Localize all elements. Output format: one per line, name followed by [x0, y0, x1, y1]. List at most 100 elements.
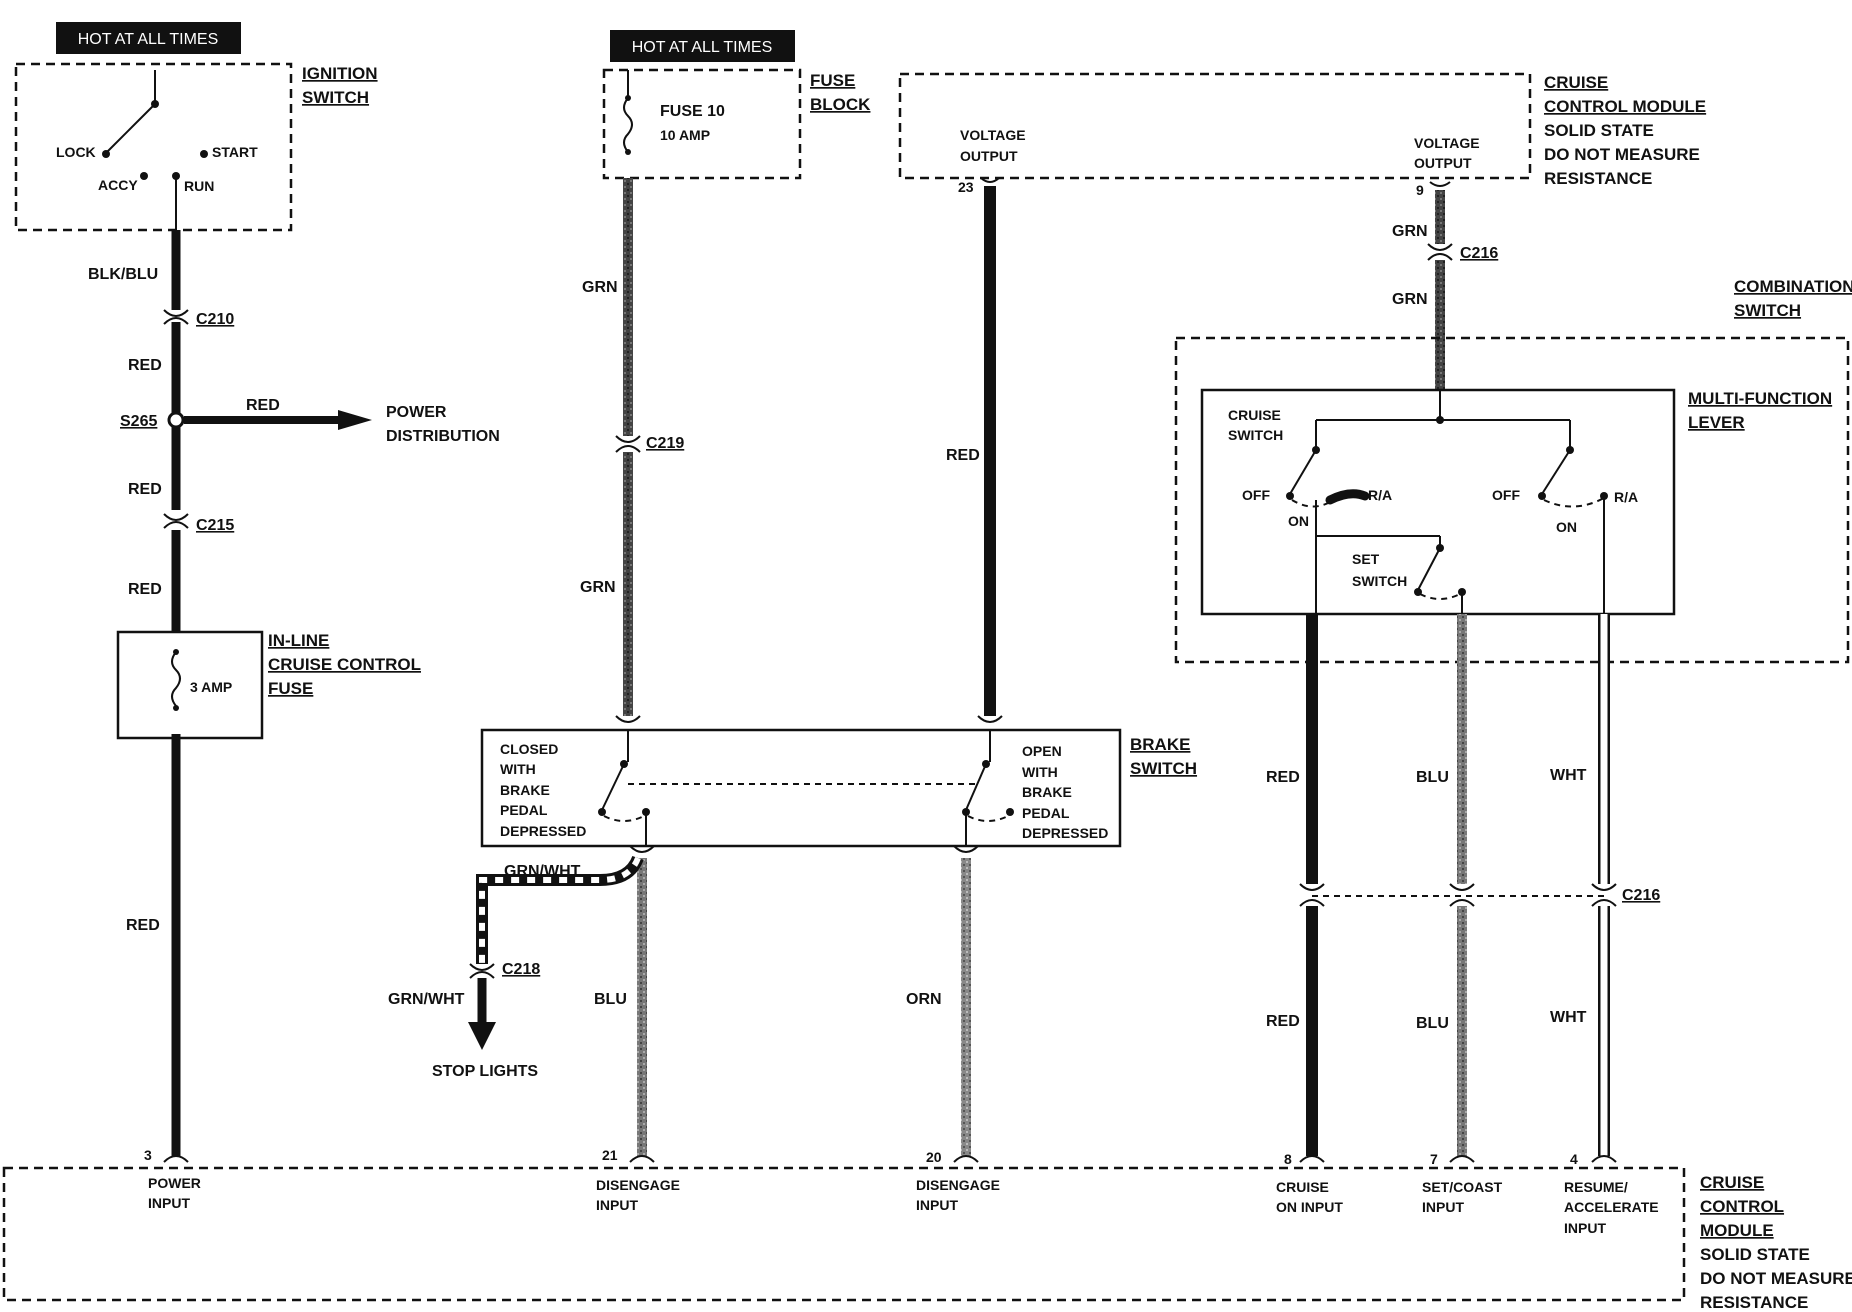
- svg-text:10 AMP: 10 AMP: [660, 127, 710, 143]
- svg-text:RESISTANCE: RESISTANCE: [1700, 1293, 1808, 1312]
- svg-text:CRUISE: CRUISE: [1228, 407, 1281, 423]
- svg-text:ACCELERATE: ACCELERATE: [1564, 1199, 1659, 1215]
- pin-8: 8 CRUISE ON INPUT: [1276, 1151, 1343, 1215]
- wire-label-wht-r2: WHT: [1550, 1009, 1587, 1026]
- svg-text:9: 9: [1416, 182, 1424, 198]
- svg-text:CRUISE: CRUISE: [1700, 1173, 1764, 1192]
- splice-s265: S265 RED POWER DISTRIBUTION: [120, 397, 500, 445]
- connector-c219: C219: [615, 435, 684, 453]
- cruise-module-top: VOLTAGE OUTPUT VOLTAGE OUTPUT 23 9 CRUIS…: [898, 72, 1706, 198]
- svg-text:OUTPUT: OUTPUT: [960, 148, 1018, 164]
- pin-7: 7 SET/COAST INPUT: [1422, 1151, 1503, 1215]
- svg-text:BRAKE: BRAKE: [500, 782, 550, 798]
- hot-label-2: HOT AT ALL TIMES: [610, 30, 795, 62]
- wire-label-red-3: RED: [128, 581, 162, 598]
- svg-text:C216: C216: [1460, 245, 1498, 262]
- svg-text:SET/COAST: SET/COAST: [1422, 1179, 1503, 1195]
- stop-lights-label: STOP LIGHTS: [432, 1063, 538, 1080]
- svg-text:INPUT: INPUT: [916, 1197, 958, 1213]
- svg-text:VOLTAGE: VOLTAGE: [1414, 135, 1480, 151]
- power-distribution-line2: DISTRIBUTION: [386, 428, 500, 445]
- wire-label-grn-wht-2: GRN/WHT: [388, 991, 465, 1008]
- svg-text:RUN: RUN: [184, 178, 214, 194]
- wire-label-grn-r2: GRN: [1392, 291, 1428, 308]
- svg-text:21: 21: [602, 1147, 618, 1163]
- wire-label-red-4: RED: [126, 917, 160, 934]
- wire-label-blu-r2: BLU: [1416, 1015, 1449, 1032]
- grn-wire-right: [1429, 181, 1451, 390]
- power-distribution-line1: POWER: [386, 404, 447, 421]
- svg-text:DISENGAGE: DISENGAGE: [596, 1177, 680, 1193]
- svg-text:WITH: WITH: [500, 761, 536, 777]
- wire-label-red-r1: RED: [1266, 769, 1300, 786]
- svg-text:BRAKE: BRAKE: [1130, 735, 1190, 754]
- svg-text:ON: ON: [1556, 519, 1577, 535]
- svg-text:FUSE 10: FUSE 10: [660, 103, 725, 120]
- connector-c215: C215: [163, 513, 234, 534]
- svg-text:OUTPUT: OUTPUT: [1414, 155, 1472, 171]
- svg-text:23: 23: [958, 179, 974, 195]
- svg-text:R/A: R/A: [1368, 487, 1392, 503]
- cruise-module-bottom: CRUISE CONTROL MODULE SOLID STATE DO NOT…: [2, 1147, 1852, 1312]
- svg-text:DO NOT MEASURE: DO NOT MEASURE: [1700, 1269, 1852, 1288]
- svg-text:LOCK: LOCK: [56, 144, 96, 160]
- svg-text:OFF: OFF: [1492, 487, 1520, 503]
- wire-label-grn-2: GRN: [580, 579, 616, 596]
- svg-text:INPUT: INPUT: [1564, 1220, 1606, 1236]
- wire-label-red-1: RED: [128, 357, 162, 374]
- svg-text:SWITCH: SWITCH: [1130, 759, 1197, 778]
- svg-text:DEPRESSED: DEPRESSED: [500, 823, 586, 839]
- svg-text:CRUISE CONTROL: CRUISE CONTROL: [268, 655, 421, 674]
- svg-text:LEVER: LEVER: [1688, 413, 1745, 432]
- svg-text:IN-LINE: IN-LINE: [268, 631, 329, 650]
- connector-c218: C218: [502, 961, 540, 978]
- svg-text:START: START: [212, 144, 258, 160]
- wire-label-blu-r1: BLU: [1416, 769, 1449, 786]
- wire-label-grn-1: GRN: [582, 279, 618, 296]
- svg-text:WITH: WITH: [1022, 764, 1058, 780]
- svg-text:INPUT: INPUT: [596, 1197, 638, 1213]
- svg-text:IGNITION: IGNITION: [302, 64, 378, 83]
- inline-cruise-fuse: 3 AMP IN-LINE CRUISE CONTROL FUSE: [116, 630, 421, 740]
- wire-label-grn-wht-1: GRN/WHT: [504, 863, 581, 880]
- svg-text:INPUT: INPUT: [148, 1195, 190, 1211]
- ignition-switch: IGNITION SWITCH LOCK START ACCY RUN: [14, 62, 378, 232]
- svg-text:3 AMP: 3 AMP: [190, 679, 232, 695]
- svg-text:SWITCH: SWITCH: [302, 88, 369, 107]
- svg-text:SOLID STATE: SOLID STATE: [1700, 1245, 1810, 1264]
- red-wire-cruise-on: [1299, 614, 1325, 1156]
- svg-text:CONTROL: CONTROL: [1700, 1197, 1784, 1216]
- hot-label-1: HOT AT ALL TIMES: [56, 22, 241, 54]
- brake-switch: BRAKE SWITCH CLOSED WITH BRAKE PEDAL DEP…: [480, 715, 1197, 853]
- svg-text:PEDAL: PEDAL: [1022, 805, 1070, 821]
- svg-text:7: 7: [1430, 1151, 1438, 1167]
- wht-wire-resume: [1591, 614, 1617, 1156]
- fuse-block: FUSE BLOCK FUSE 10 10 AMP: [602, 68, 871, 180]
- wire-label-red-2: RED: [128, 481, 162, 498]
- svg-text:SWITCH: SWITCH: [1352, 573, 1407, 589]
- wire-label-red-branch: RED: [246, 397, 280, 414]
- wire-label-blu-brake: BLU: [594, 991, 627, 1008]
- svg-text:PEDAL: PEDAL: [500, 802, 548, 818]
- pin-3: 3 POWER INPUT: [144, 1147, 201, 1211]
- svg-text:MODULE: MODULE: [1700, 1221, 1774, 1240]
- svg-text:C215: C215: [196, 517, 234, 534]
- svg-text:CONTROL MODULE: CONTROL MODULE: [1544, 97, 1706, 116]
- pin-20: 20 DISENGAGE INPUT: [916, 1149, 1000, 1213]
- svg-text:OFF: OFF: [1242, 487, 1270, 503]
- svg-text:S265: S265: [120, 413, 157, 430]
- wire-label-blk-blu: BLK/BLU: [88, 266, 158, 283]
- svg-text:VOLTAGE: VOLTAGE: [960, 127, 1026, 143]
- svg-text:ACCY: ACCY: [98, 177, 138, 193]
- svg-text:INPUT: INPUT: [1422, 1199, 1464, 1215]
- svg-text:4: 4: [1570, 1151, 1578, 1167]
- svg-text:SWITCH: SWITCH: [1228, 427, 1283, 443]
- connector-c216-bottom: C216: [1312, 887, 1660, 904]
- svg-text:SWITCH: SWITCH: [1734, 301, 1801, 320]
- connector-c216-top: C216: [1427, 243, 1498, 262]
- svg-text:ON INPUT: ON INPUT: [1276, 1199, 1343, 1215]
- combination-switch: COMBINATION SWITCH MULTI-FUNCTION LEVER …: [1174, 277, 1852, 664]
- red-wire-mid: [980, 177, 1000, 716]
- svg-text:FUSE: FUSE: [268, 679, 313, 698]
